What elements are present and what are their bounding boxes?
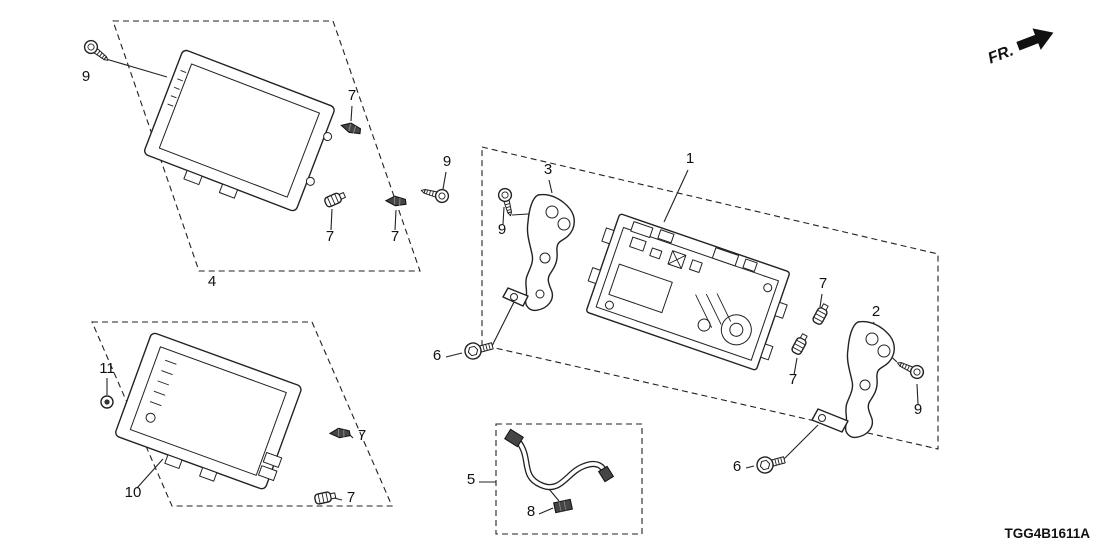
callout-9-bracket-3: 9: [498, 221, 506, 238]
dashed-box-unit-lower-left: [91, 321, 393, 507]
display-unit-10: [115, 332, 302, 490]
callout-11: 11: [99, 360, 115, 377]
diagram-code: TGG4B1611A: [1004, 526, 1090, 541]
bracket-3: [502, 193, 575, 312]
callout-2: 2: [872, 303, 880, 320]
bolt-6-left: [462, 337, 496, 362]
clip-7-a: [339, 119, 363, 138]
display-unit-4: [144, 49, 335, 212]
bolt-6-right: [754, 451, 788, 476]
callout-7-e: 7: [789, 371, 797, 388]
callout-3: 3: [544, 161, 552, 178]
cable-connector-start: [504, 428, 524, 448]
callout-6-left: 6: [433, 347, 441, 364]
callout-7-b: 7: [326, 228, 334, 245]
callout-7-d: 7: [819, 275, 827, 292]
callout-7-c: 7: [391, 228, 399, 245]
clip-7-e: [790, 331, 810, 357]
callout-10: 10: [125, 484, 142, 501]
callout-5: 5: [467, 471, 475, 488]
callouts: 9 7 9 7 7 4 3 9 1 7 2 7 9 6 6 11 10 7 7 …: [82, 68, 922, 520]
dashed-box-unit-top-left: [112, 20, 421, 272]
callout-8: 8: [527, 503, 535, 520]
fr-arrow-icon: [1016, 28, 1054, 51]
callout-9-bracket-2: 9: [914, 401, 922, 418]
callout-7-g: 7: [347, 489, 355, 506]
screw-9-bracket-2: [894, 356, 927, 382]
audio-unit-1: [586, 213, 790, 371]
callout-4: 4: [208, 273, 216, 290]
cable-connector-end: [597, 465, 615, 483]
dashed-box-main-assembly: [481, 146, 939, 450]
connector-8: [553, 498, 573, 514]
clip-7-f: [329, 426, 352, 440]
screw-9-upper-mid: [418, 183, 451, 205]
bracket-2: [811, 320, 895, 439]
clip-7-c: [384, 194, 408, 209]
knob-11: [100, 395, 114, 409]
screw-9-bracket-3: [496, 186, 518, 219]
cable-5: [504, 428, 615, 514]
callout-7-a: 7: [348, 87, 356, 104]
fr-label: FR.: [986, 42, 1016, 67]
callout-1: 1: [686, 150, 694, 167]
clip-7-b: [322, 189, 348, 209]
dashed-box-cable: [495, 423, 643, 535]
clip-7-d: [811, 301, 831, 327]
callout-9-upper-mid: 9: [443, 153, 451, 170]
callout-7-f: 7: [358, 427, 366, 444]
leader-lines: [105, 58, 919, 515]
clip-7-g: [313, 489, 337, 506]
callout-6-right: 6: [733, 458, 741, 475]
callout-9-top-left: 9: [82, 68, 90, 85]
screw-9-top-left: [81, 37, 113, 66]
fr-direction: FR.: [986, 28, 1054, 68]
